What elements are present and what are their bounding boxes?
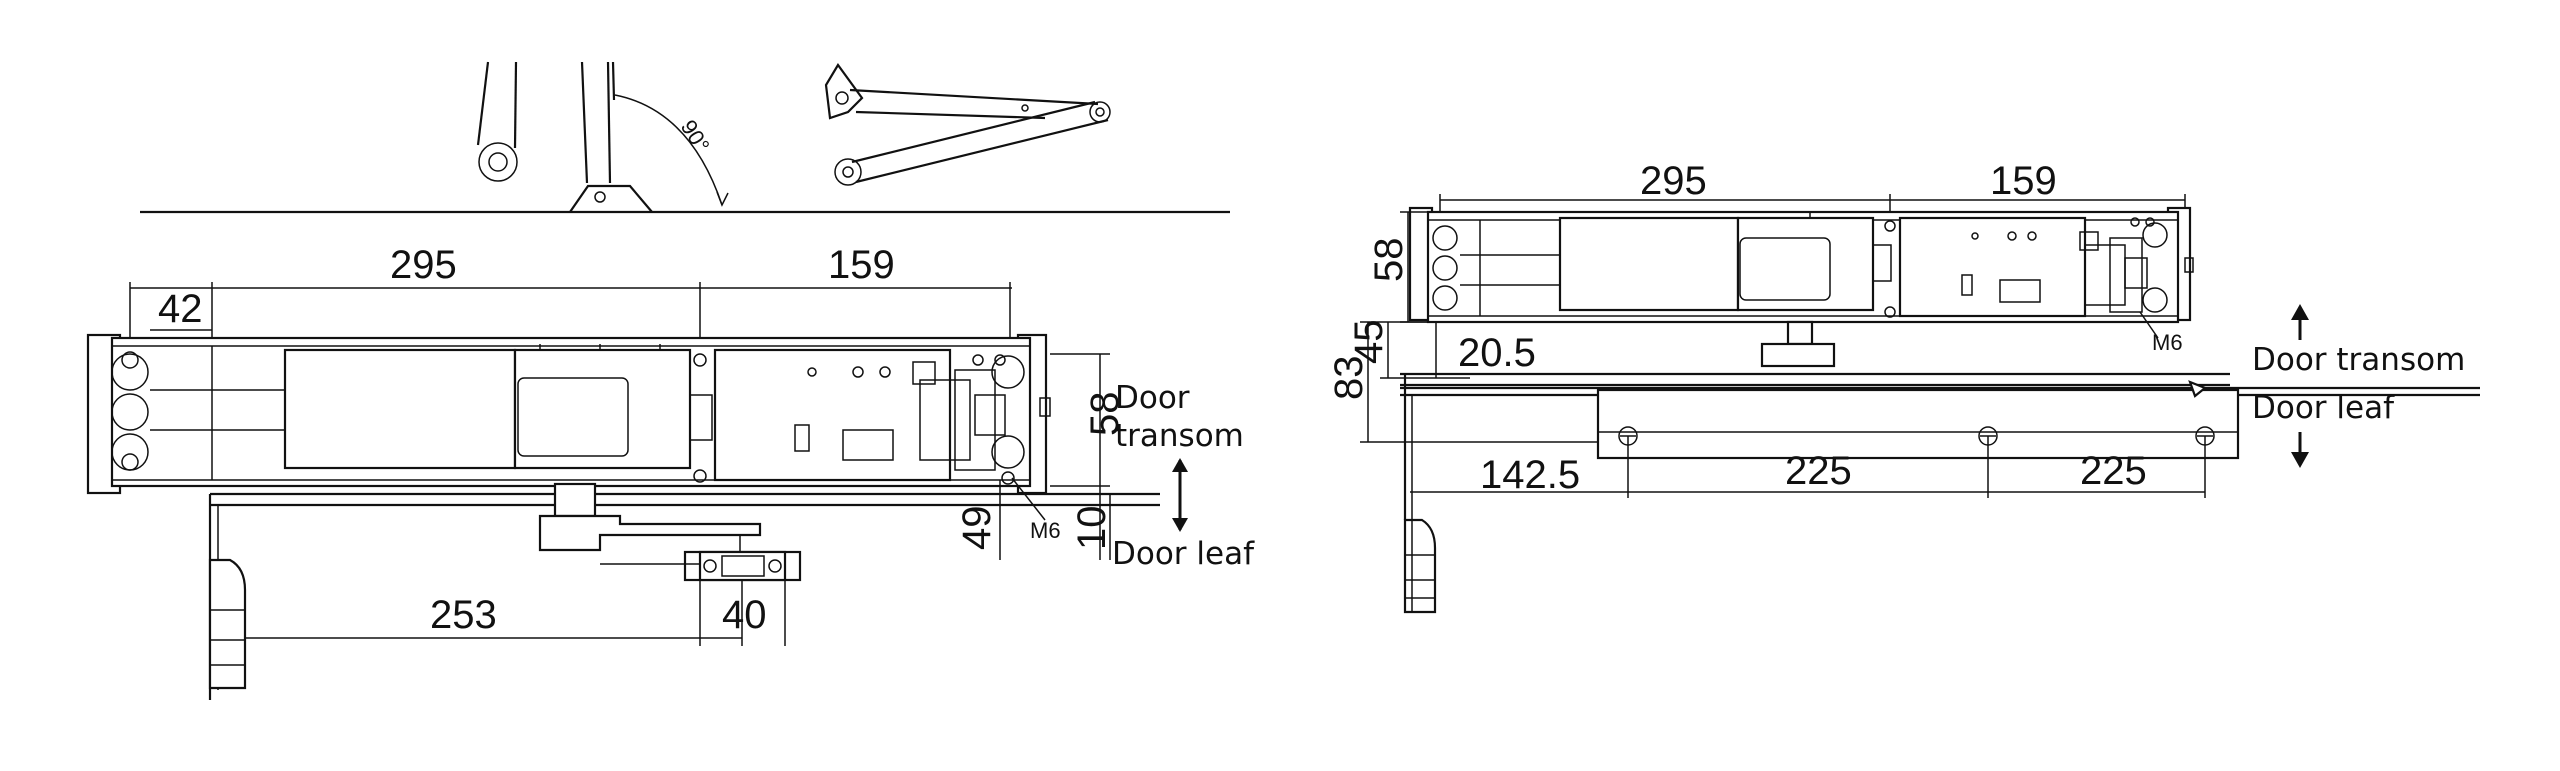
door-leaf-label: Door leaf [1112, 536, 1255, 572]
dim-42-left: 42 [158, 287, 203, 331]
dim-58-right: 58 [1367, 238, 1411, 283]
bolt-m6-left: M6 [1030, 518, 1061, 543]
door-transom-label-line2: transom [1115, 418, 1244, 454]
door-transom-label-right: Door transom [2252, 342, 2465, 378]
dim-83-right: 83 [1327, 356, 1371, 401]
dim-10-left: 10 [1070, 506, 1114, 551]
opening-angle-sketch: 90° [140, 61, 1230, 214]
dim-295-right: 295 [1640, 159, 1707, 203]
dim-159-right: 159 [1990, 159, 2057, 203]
dim-45-right: 45 [1347, 320, 1391, 365]
door-leaf-label-right: Door leaf [2252, 390, 2395, 426]
bolt-m6-right: M6 [2152, 330, 2183, 355]
dim-49-left: 49 [955, 506, 999, 551]
left-view: 295 159 42 [86, 243, 1255, 700]
dim-142-5-right: 142.5 [1480, 453, 1580, 497]
door-transom-label-line1: Door [1115, 380, 1190, 416]
dim-40-left: 40 [722, 593, 767, 637]
dim-225b-right: 225 [2080, 449, 2147, 493]
dim-295-left: 295 [390, 243, 457, 287]
right-view: 295 159 [1327, 159, 2480, 614]
dim-20-5-right: 20.5 [1458, 331, 1536, 375]
dim-58-left: 58 [1083, 392, 1127, 437]
dim-159-left: 159 [828, 243, 895, 287]
angle-label: 90° [676, 115, 715, 156]
dim-225a-right: 225 [1785, 449, 1852, 493]
dim-253-left: 253 [430, 593, 497, 637]
